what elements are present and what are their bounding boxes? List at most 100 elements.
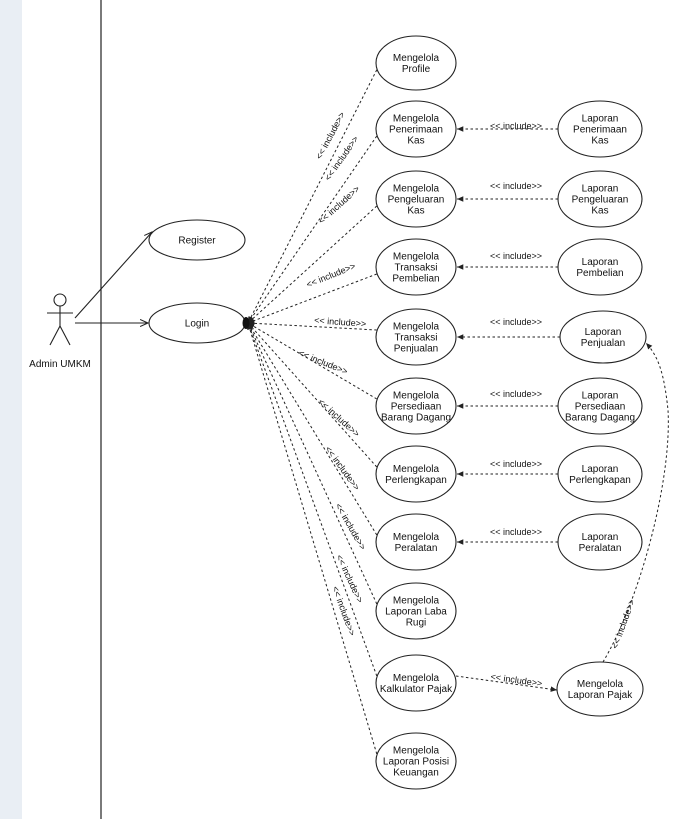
use-case-label: Mengelola xyxy=(393,532,440,543)
use-case-ellipse[interactable] xyxy=(557,377,643,435)
use-case-label: Barang Dagang xyxy=(565,413,635,424)
use-case-label: Barang Dagang xyxy=(381,413,451,424)
use-case-label: Kas xyxy=(407,136,424,147)
use-case-ellipse[interactable] xyxy=(557,100,643,158)
include-label-report-3: << include>> xyxy=(490,251,542,261)
use-case-label: Kas xyxy=(591,206,608,217)
use-case-label: Login xyxy=(185,319,209,330)
use-case-label: Mengelola xyxy=(393,322,440,333)
use-case-label: Pengeluaran xyxy=(388,195,445,206)
include-label-report-6: << include>> xyxy=(490,459,542,469)
use-case-label: Rugi xyxy=(406,618,427,629)
use-case-ellipse[interactable] xyxy=(557,445,643,503)
use-case-ellipse[interactable] xyxy=(375,732,457,790)
include-label-report-7: << include>> xyxy=(490,527,542,537)
use-case-label: Penjualan xyxy=(581,338,625,349)
use-case-label: Mengelola xyxy=(393,746,440,757)
use-case-label: Laporan xyxy=(582,464,619,475)
use-case-label: Laporan xyxy=(582,184,619,195)
actor-label: Admin UMKM xyxy=(29,359,91,370)
include-label-report-4: << include>> xyxy=(490,317,542,327)
use-case-ellipse[interactable] xyxy=(148,219,246,261)
use-case-login[interactable]: Login xyxy=(148,302,246,344)
use-case-ellipse[interactable] xyxy=(557,513,643,571)
use-case-label: Laporan Posisi xyxy=(383,757,449,768)
use-case-label: Perlengkapan xyxy=(569,475,631,486)
use-case-label: Laporan xyxy=(582,114,619,125)
include-line-profile xyxy=(247,69,378,324)
use-case-label: Kalkulator Pajak xyxy=(380,684,453,695)
use-case-label: Laporan Laba xyxy=(385,607,447,618)
use-case-label: Peralatan xyxy=(579,543,622,554)
use-case-label: Transaksi xyxy=(395,263,438,274)
use-case-ellipse[interactable] xyxy=(375,100,457,158)
include-label-report-2: << include>> xyxy=(490,181,542,191)
include-line-kalkulator-pajak xyxy=(455,675,558,692)
use-case-label: Profile xyxy=(402,64,431,75)
left-margin-strip xyxy=(0,0,22,819)
use-case-ellipse[interactable] xyxy=(375,513,457,571)
use-case-ellipse[interactable] xyxy=(559,310,647,364)
include-line-labarugi xyxy=(247,322,378,605)
use-case-label: Mengelola xyxy=(393,252,440,263)
use-case-label: Perlengkapan xyxy=(385,475,447,486)
include-line-penjualan xyxy=(247,320,377,331)
use-case-label: Mengelola xyxy=(577,679,624,690)
use-case-ellipse[interactable] xyxy=(375,238,457,296)
include-line-perlengkapan xyxy=(247,322,378,468)
use-case-label: Peralatan xyxy=(395,543,438,554)
use-case-label: Laporan xyxy=(582,532,619,543)
use-case-ellipse[interactable] xyxy=(557,238,643,296)
use-case-label: Mengelola xyxy=(393,53,440,64)
use-case-label: Mengelola xyxy=(393,673,440,684)
use-case-ellipse[interactable] xyxy=(375,170,457,228)
use-case-label: Keuangan xyxy=(393,768,439,779)
include-label-report-5: << include>> xyxy=(490,389,542,399)
use-case-label: Register xyxy=(178,236,216,247)
association-register xyxy=(74,232,152,319)
use-case-ellipse[interactable] xyxy=(375,445,457,503)
use-case-label: Pembelian xyxy=(576,268,623,279)
use-case-ellipse[interactable] xyxy=(375,582,457,640)
use-case-label: Kas xyxy=(591,136,608,147)
use-case-ellipse[interactable] xyxy=(375,35,457,91)
use-case-register[interactable]: Register xyxy=(148,219,246,261)
use-case-label: Mengelola xyxy=(393,114,440,125)
use-case-label: Pengeluaran xyxy=(572,195,629,206)
use-case-label: Laporan xyxy=(582,391,619,402)
use-case-ellipse[interactable] xyxy=(375,654,457,712)
use-case-label: Transaksi xyxy=(395,333,438,344)
use-case-ellipse[interactable] xyxy=(556,661,644,717)
use-case-label: Penerimaan xyxy=(389,125,443,136)
use-case-label: Pembelian xyxy=(392,274,439,285)
use-case-ellipse[interactable] xyxy=(557,170,643,228)
actor-admin: Admin UMKM xyxy=(29,293,91,370)
use-case-ellipse[interactable] xyxy=(375,377,457,435)
use-case-ellipse[interactable] xyxy=(375,308,457,366)
use-case-label: Mengelola xyxy=(393,184,440,195)
use-case-label: Laporan xyxy=(582,257,619,268)
use-case-label: Persediaan xyxy=(575,402,626,413)
use-case-label: Laporan Pajak xyxy=(568,690,633,701)
include-junction-dot xyxy=(242,317,250,329)
